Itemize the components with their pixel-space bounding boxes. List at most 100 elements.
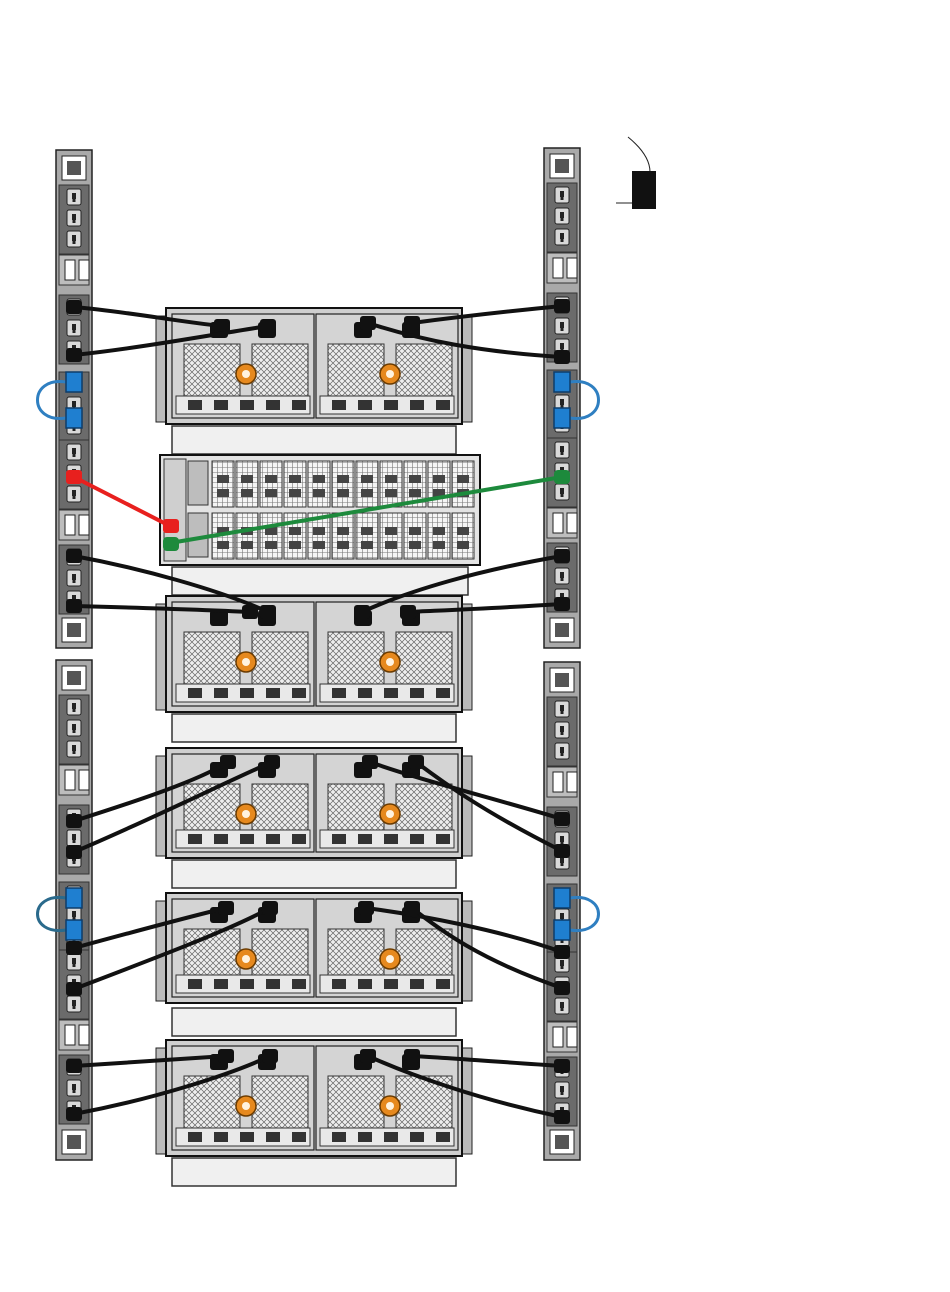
io-port	[240, 688, 254, 698]
io-module-port	[313, 527, 325, 535]
power-plug	[554, 299, 570, 313]
power-plug	[554, 1110, 570, 1124]
enclosure-5	[156, 1040, 472, 1186]
power-plug	[66, 348, 82, 362]
fan-grille	[328, 929, 384, 981]
io-port	[358, 979, 372, 989]
power-plug	[66, 1107, 82, 1121]
fan-hub-center	[242, 955, 250, 963]
io-module-port	[289, 475, 301, 483]
io-module-port	[337, 475, 349, 483]
io-port	[410, 834, 424, 844]
outlet-pin	[73, 860, 76, 864]
fan-grille	[252, 929, 308, 981]
power-plug	[66, 1059, 82, 1073]
pdu-inlet-socket	[67, 671, 81, 685]
breaker-switch	[567, 513, 577, 533]
io-port	[266, 979, 280, 989]
enclosure-2	[156, 596, 472, 742]
blue-outlet	[554, 888, 570, 908]
io-module-port	[265, 475, 277, 483]
breaker-switch	[553, 258, 563, 278]
fan-grille	[328, 784, 384, 836]
fan-grille	[396, 344, 452, 396]
power-plug	[554, 1059, 570, 1073]
io-port	[358, 834, 372, 844]
power-plug	[354, 605, 370, 619]
io-port	[436, 834, 450, 844]
outlet-pin	[561, 1091, 564, 1095]
io-port	[332, 834, 346, 844]
power-plug	[66, 814, 82, 828]
io-port	[332, 688, 346, 698]
io-port	[240, 979, 254, 989]
io-module-port	[337, 527, 349, 535]
breaker-switch	[79, 515, 89, 535]
breaker-switch	[65, 1025, 75, 1045]
blue-outlet	[554, 920, 570, 940]
power-plug	[218, 901, 234, 915]
fan-hub-center	[242, 810, 250, 818]
io-module-port	[409, 489, 421, 497]
io-module-port	[313, 489, 325, 497]
io-port	[410, 1132, 424, 1142]
io-module-port	[433, 475, 445, 483]
outlet-pin	[73, 579, 76, 583]
io-module-slot	[236, 461, 258, 507]
power-plug	[262, 901, 278, 915]
io-port	[214, 979, 228, 989]
power-plug	[66, 300, 82, 314]
green-plug	[163, 537, 179, 551]
io-port	[188, 400, 202, 410]
power-plug	[264, 755, 280, 769]
io-module-port	[409, 527, 421, 535]
power-plug	[404, 901, 420, 915]
fan-hub-center	[242, 658, 250, 666]
power-plug	[66, 982, 82, 996]
io-port	[436, 1132, 450, 1142]
power-plug	[66, 599, 82, 613]
power-plug	[360, 316, 376, 330]
breaker-switch	[65, 515, 75, 535]
power-plug	[400, 605, 416, 619]
pdu-left-upper	[56, 150, 92, 648]
io-module-port	[457, 541, 469, 549]
power-plug	[554, 350, 570, 364]
io-port	[292, 1132, 306, 1142]
io-module-slot	[284, 461, 306, 507]
breaker-switch	[65, 770, 75, 790]
io-port	[436, 400, 450, 410]
power-plug	[554, 844, 570, 858]
blue-outlet	[66, 888, 82, 908]
io-port	[188, 979, 202, 989]
io-module-port	[337, 489, 349, 497]
io-module-port	[241, 541, 253, 549]
io-module-port	[409, 475, 421, 483]
power-plug	[260, 319, 276, 333]
fan-grille	[252, 632, 308, 684]
fan-grille	[396, 784, 452, 836]
breaker-switch	[553, 1027, 563, 1047]
outlet-pin	[73, 219, 76, 223]
io-module-port	[361, 475, 373, 483]
io-port	[188, 834, 202, 844]
rack-shelf	[172, 714, 456, 742]
io-module-port	[409, 541, 421, 549]
breaker-switch	[553, 513, 563, 533]
outlet-pin	[73, 839, 76, 843]
power-plug	[554, 597, 570, 611]
io-port	[188, 1132, 202, 1142]
io-port	[266, 1132, 280, 1142]
outlet-pin	[73, 240, 76, 244]
outlet-pin	[561, 862, 564, 866]
rack-shelf	[172, 860, 456, 888]
power-plug	[262, 1049, 278, 1063]
io-module-port	[217, 489, 229, 497]
pdu-left-lower	[56, 660, 92, 1160]
breaker-switch	[65, 260, 75, 280]
management-module	[188, 513, 208, 557]
power-plug	[360, 1049, 376, 1063]
io-port	[358, 688, 372, 698]
io-module-slot	[356, 461, 378, 507]
pdu-inlet-socket	[67, 623, 81, 637]
